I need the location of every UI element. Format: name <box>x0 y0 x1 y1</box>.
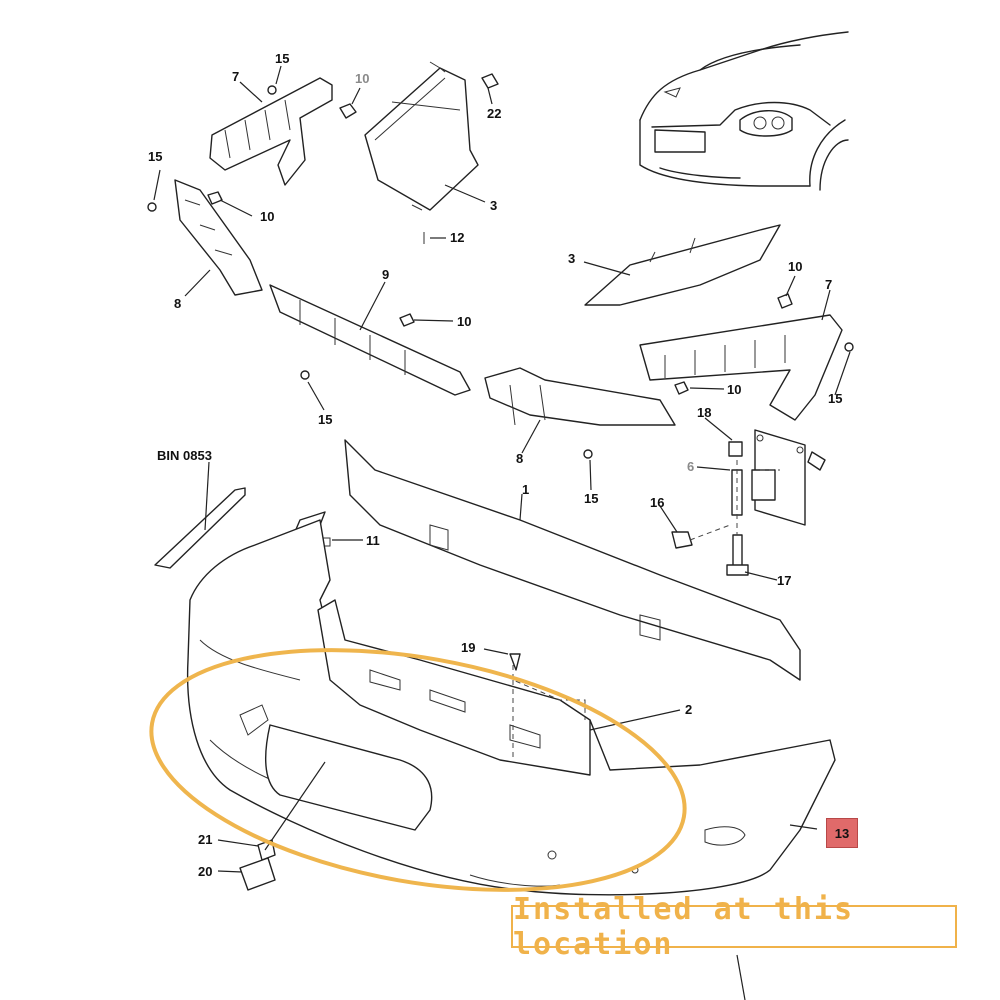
callout-10: 10 <box>260 209 275 224</box>
callout-9: 9 <box>382 267 390 282</box>
callout-10: 10 <box>727 382 742 397</box>
callout-8: 8 <box>516 451 524 466</box>
small-fasteners <box>147 73 854 671</box>
callout-7: 7 <box>825 277 833 292</box>
callout-3: 3 <box>490 198 498 213</box>
callout-12: 12 <box>450 230 465 245</box>
callout-2: 2 <box>685 702 693 717</box>
bin-label: BIN 0853 <box>157 448 212 463</box>
installation-highlight-ellipse <box>149 648 687 892</box>
callout-1: 1 <box>522 482 530 497</box>
callout-10: 10 <box>355 71 370 86</box>
callout-3: 3 <box>568 251 576 266</box>
part-8-left-bracket <box>174 179 263 296</box>
callout-10: 10 <box>788 259 803 274</box>
part-6-mount-plate <box>731 429 826 526</box>
callout-15: 15 <box>318 412 333 427</box>
bin-0853-trim-strip <box>154 487 246 569</box>
callout-11: 11 <box>366 533 380 548</box>
callout-19: 19 <box>461 640 476 655</box>
callout-15: 15 <box>584 491 599 506</box>
callout-18: 18 <box>697 405 712 420</box>
callout-15: 15 <box>828 391 843 406</box>
part-20-21-clips <box>239 839 276 891</box>
callout-15: 15 <box>148 149 163 164</box>
installed-location-caption: Installed at this location <box>511 892 957 962</box>
callout-20: 20 <box>198 864 213 879</box>
assembly-dashed-lines <box>512 460 780 760</box>
callout-6: 6 <box>687 459 695 474</box>
callout-16: 16 <box>650 495 665 510</box>
part-3-upper-shield <box>364 61 479 211</box>
part-7-right-bracket <box>639 314 843 421</box>
callout-10: 10 <box>457 314 472 329</box>
car-rear-inset-illustration <box>639 31 849 191</box>
part-2-reinforcement <box>317 599 591 776</box>
callout-22: 22 <box>487 106 502 121</box>
callout-21: 21 <box>198 832 213 847</box>
callout-8: 8 <box>174 296 182 311</box>
callout-7: 7 <box>232 69 240 84</box>
callout-15: 15 <box>275 51 290 66</box>
callout-17: 17 <box>777 573 792 588</box>
part-16-17-fasteners <box>671 531 749 576</box>
part-9-center-bar <box>269 284 471 396</box>
highlighted-part-badge: 13 <box>826 818 858 848</box>
leader-lines <box>153 65 851 1000</box>
part-7-left-bracket <box>209 77 333 186</box>
part-8-center-bracket <box>484 367 676 426</box>
part-3-lower-shield <box>584 224 781 306</box>
